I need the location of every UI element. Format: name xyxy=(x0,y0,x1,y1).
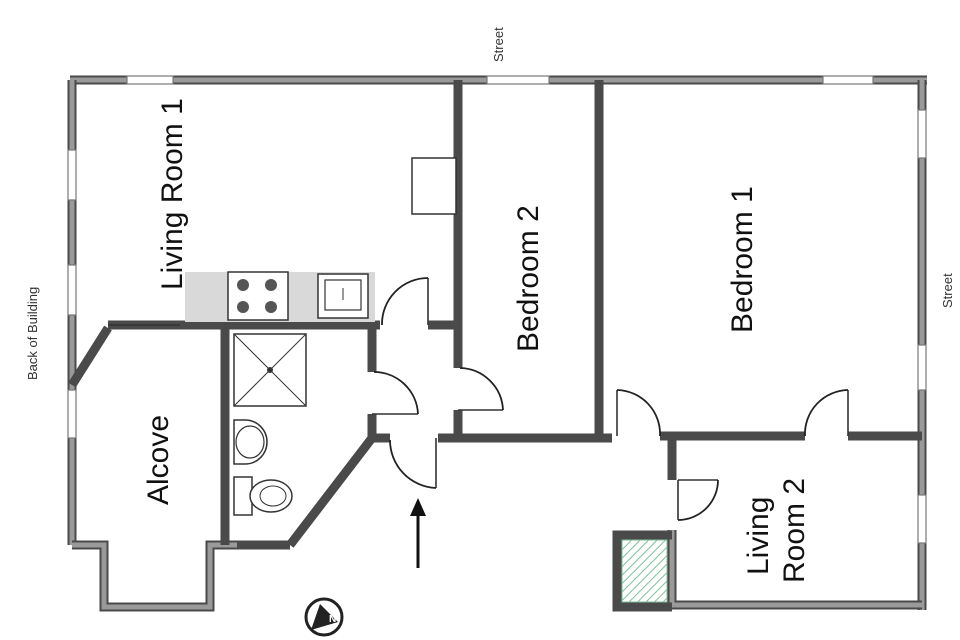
north-compass-icon: N xyxy=(304,597,344,637)
cabinet xyxy=(411,157,457,215)
toilet-icon xyxy=(233,476,293,516)
bathroom-sink-icon xyxy=(233,419,268,465)
label-living-room-2-line1: Living xyxy=(742,497,775,575)
balcony-hatch xyxy=(621,539,668,603)
label-living-room-1: Living Room 1 xyxy=(156,98,189,290)
bathroom xyxy=(233,333,307,516)
label-living-room-2-line2: Room 2 xyxy=(778,478,811,583)
svg-text:N: N xyxy=(329,614,336,625)
shower-icon xyxy=(233,333,307,407)
interior-walls xyxy=(68,80,922,548)
kitchen-sink-icon xyxy=(317,273,369,319)
kitchen xyxy=(185,157,457,322)
windows xyxy=(67,75,927,544)
label-street-top: Street xyxy=(491,27,506,62)
label-street-right: Street xyxy=(940,273,955,308)
entrance-arrow-icon xyxy=(410,498,426,568)
stove-icon xyxy=(227,271,289,321)
label-bedroom-1: Bedroom 1 xyxy=(726,186,759,333)
label-back-of-building: Back of Building xyxy=(25,287,40,380)
doors xyxy=(372,277,849,521)
label-bedroom-2: Bedroom 2 xyxy=(512,205,545,352)
label-alcove: Alcove xyxy=(142,415,175,505)
